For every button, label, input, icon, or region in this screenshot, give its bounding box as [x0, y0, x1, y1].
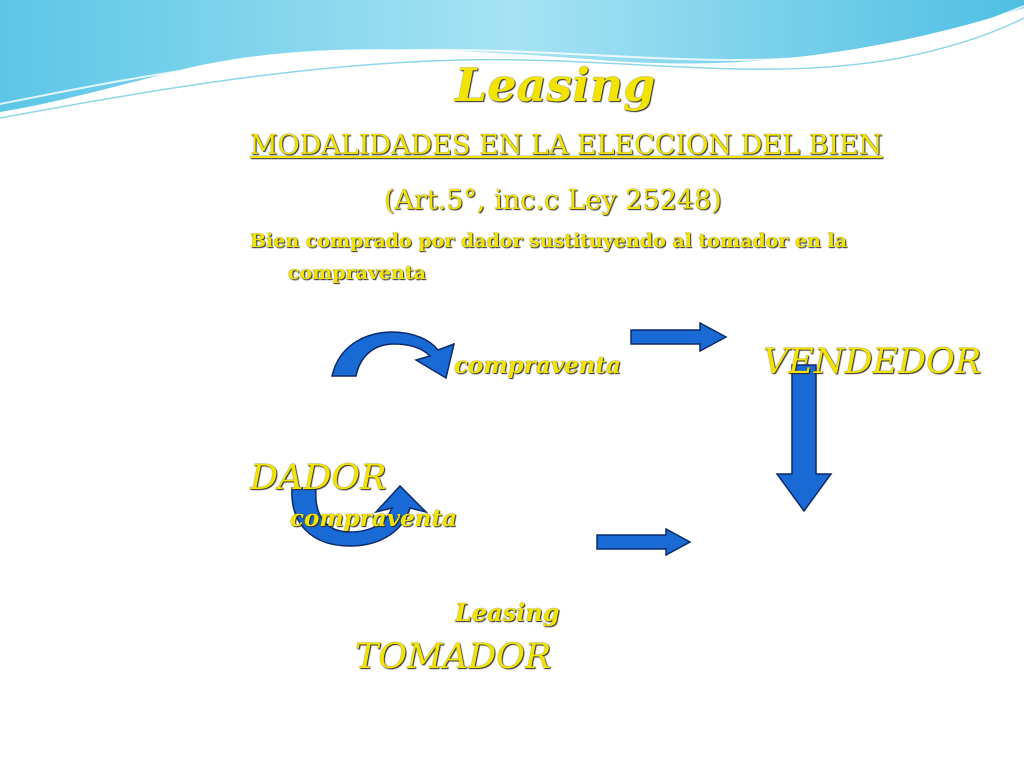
leasing-label: Leasing	[455, 598, 560, 627]
right-arrow-bottom-icon	[596, 528, 692, 556]
curved-arrow-top-icon	[331, 331, 456, 380]
article-reference: (Art.5°, inc.c Ley 25248)	[384, 185, 722, 216]
tomador-label: TOMADOR	[355, 637, 552, 677]
right-arrow-top-icon	[630, 322, 728, 352]
description-line-1: Bien comprado por dador sustituyendo al …	[250, 230, 848, 252]
slide-subtitle: MODALIDADES EN LA ELECCION DEL BIEN	[250, 130, 883, 161]
slide-title: Leasing	[455, 58, 656, 112]
header-wave-decoration	[0, 0, 1024, 119]
dador-label: DADOR	[250, 458, 387, 498]
description-line-2: compraventa	[288, 262, 426, 284]
compraventa-label-top: compraventa	[454, 352, 622, 379]
down-arrow-icon	[775, 364, 833, 513]
vendedor-label: VENDEDOR	[763, 342, 982, 382]
compraventa-label-bottom: compraventa	[290, 505, 458, 532]
curved-arrow-bottom-icon	[291, 484, 429, 547]
